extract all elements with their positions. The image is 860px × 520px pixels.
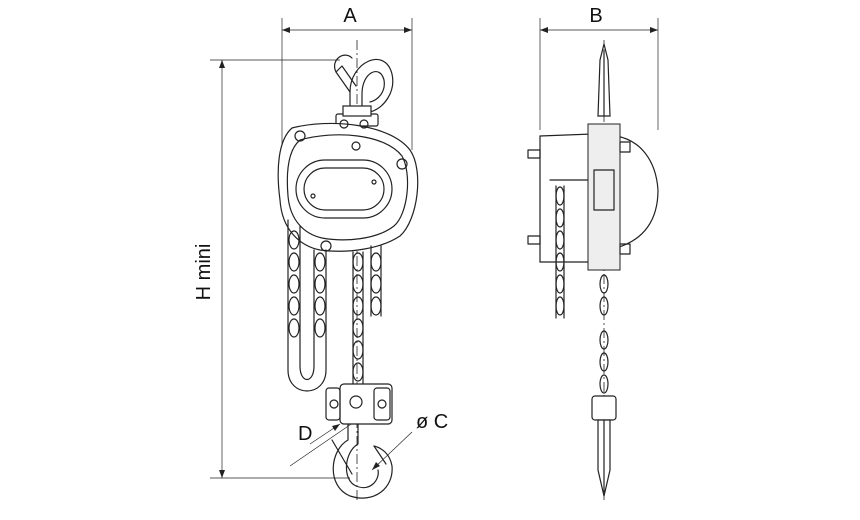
dimension-h — [210, 59, 350, 479]
side-chains — [555, 185, 609, 394]
top-hook — [334, 54, 394, 127]
label-b: B — [589, 5, 602, 27]
bottom-hook — [331, 423, 393, 499]
front-view — [277, 40, 419, 500]
dimension-b — [539, 18, 659, 130]
side-view — [527, 40, 659, 500]
label-c: ø C — [416, 411, 448, 433]
bottom-block — [325, 383, 393, 425]
label-h-mini: H mini — [193, 244, 215, 301]
hand-chain-loop — [287, 219, 327, 392]
hoist-body — [277, 119, 419, 252]
dimension-c — [371, 431, 413, 471]
dimension-a — [281, 18, 413, 150]
side-housing — [527, 123, 659, 271]
label-d: D — [298, 423, 312, 445]
label-a: A — [343, 5, 357, 27]
side-bottom-hook — [591, 395, 617, 497]
load-chain — [352, 245, 382, 385]
